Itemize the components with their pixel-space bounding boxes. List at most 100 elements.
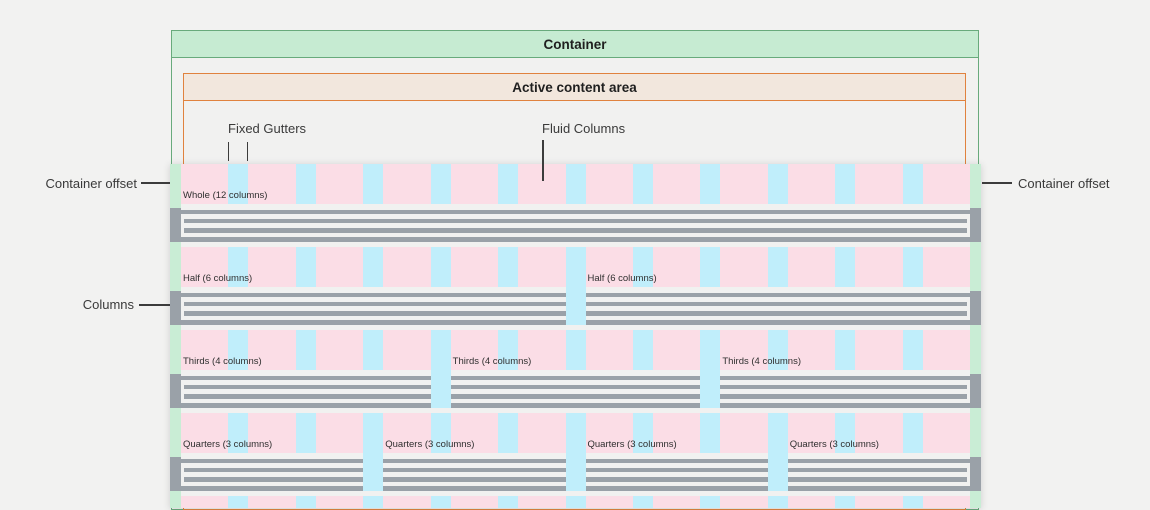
column-gutter [498,247,519,287]
column-gutter [228,330,249,370]
container-offset-strip-left [170,164,181,508]
content-edge-bar-left [170,208,181,242]
content-stripe [184,228,967,233]
content-stripe [585,458,768,464]
grid-row-label: Quarters (3 columns) [385,439,475,450]
content-stripe [787,486,970,491]
block-boundary-gutter [565,247,586,325]
column-gutter [498,413,519,453]
content-stripe [585,320,970,325]
column-gutter [363,247,384,287]
content-stripe [184,477,364,482]
column-gutter [498,496,519,508]
content-stripe [181,292,566,298]
content-stripe [450,384,701,390]
content-stripe [181,320,566,325]
column-gutter [835,164,856,204]
column-gutter [295,164,316,204]
container-offset-label-right: Container offset [1018,176,1110,191]
column-gutter [430,496,451,508]
column-gutter [700,496,721,508]
content-stripe [383,458,566,464]
column-gutter [295,496,316,508]
content-stripe [787,467,967,473]
content-stripe [184,301,566,307]
content-stripe [184,218,967,224]
column-gutter [228,496,249,508]
content-edge-bar-right [970,208,981,242]
grid-row-label: Quarters (3 columns) [789,439,879,450]
column-gutter [295,330,316,370]
column-gutter [835,247,856,287]
grid-row-label: Half (6 columns) [587,273,657,284]
content-stripe [383,477,566,482]
column-gutter [632,247,653,287]
grid-row-label: Quarters (3 columns) [183,439,273,450]
grid-overlay: Whole (12 columns)Half (6 columns)Half (… [170,164,981,508]
column-gutter [632,330,653,370]
content-stripe [184,394,431,399]
columns-label: Columns [82,297,134,312]
content-stripe [181,237,970,242]
column-gutter [902,330,923,370]
column-gutter [565,330,586,370]
container-offset-strip-right [970,164,981,508]
column-gutter [498,330,519,370]
content-stripe [181,209,970,215]
content-edge-bar-right [970,374,981,408]
container-offset-pointer-right [982,182,1012,184]
fixed-gutter-tick-left [227,142,229,161]
column-gutter [835,330,856,370]
column-gutter [902,413,923,453]
column-gutter [700,413,721,453]
column-gutter [430,164,451,204]
column-gutter [430,413,451,453]
content-stripe [184,311,566,316]
content-stripe [787,477,967,482]
block-boundary-gutter [363,413,384,491]
content-edge-bar-left [170,374,181,408]
column-gutter [632,496,653,508]
content-edge-bar-left [170,457,181,491]
content-stripe [585,477,768,482]
columns-pointer-line [139,304,170,306]
column-gutter [363,164,384,204]
column-gutter [700,164,721,204]
column-gutter [902,164,923,204]
column-gutter [767,330,788,370]
column-gutter [228,413,249,453]
content-stripe [787,458,970,464]
column-gutter [767,496,788,508]
content-stripe [184,384,431,390]
content-stripe [181,375,431,381]
column-gutter [498,164,519,204]
container-offset-pointer-left [141,182,170,184]
content-stripe [450,394,701,399]
fluid-columns-pointer-line [542,140,544,181]
grid-row-label: Thirds (4 columns) [722,356,801,367]
fixed-gutters-label: Fixed Gutters [228,121,307,136]
content-stripe [184,467,364,473]
content-stripe [585,311,967,316]
container-header: Container [172,31,978,58]
content-stripe [585,301,967,307]
column-gutter [835,413,856,453]
block-boundary-gutter [700,330,721,408]
block-boundary-gutter [565,413,586,491]
column-gutter [632,413,653,453]
grid-row-label: Thirds (4 columns) [183,356,262,367]
fixed-gutter-tick-right [246,142,248,161]
column-gutter [363,330,384,370]
content-stripe [720,384,967,390]
content-stripe [720,403,970,408]
column-gutter [700,247,721,287]
column-gutter [228,164,249,204]
content-edge-bar-right [970,291,981,325]
column-gutter [632,164,653,204]
grid-row-label: Quarters (3 columns) [587,439,677,450]
content-stripe [585,467,768,473]
column-gutter [565,164,586,204]
column-gutter [295,413,316,453]
active-content-area-header: Active content area [184,74,965,101]
